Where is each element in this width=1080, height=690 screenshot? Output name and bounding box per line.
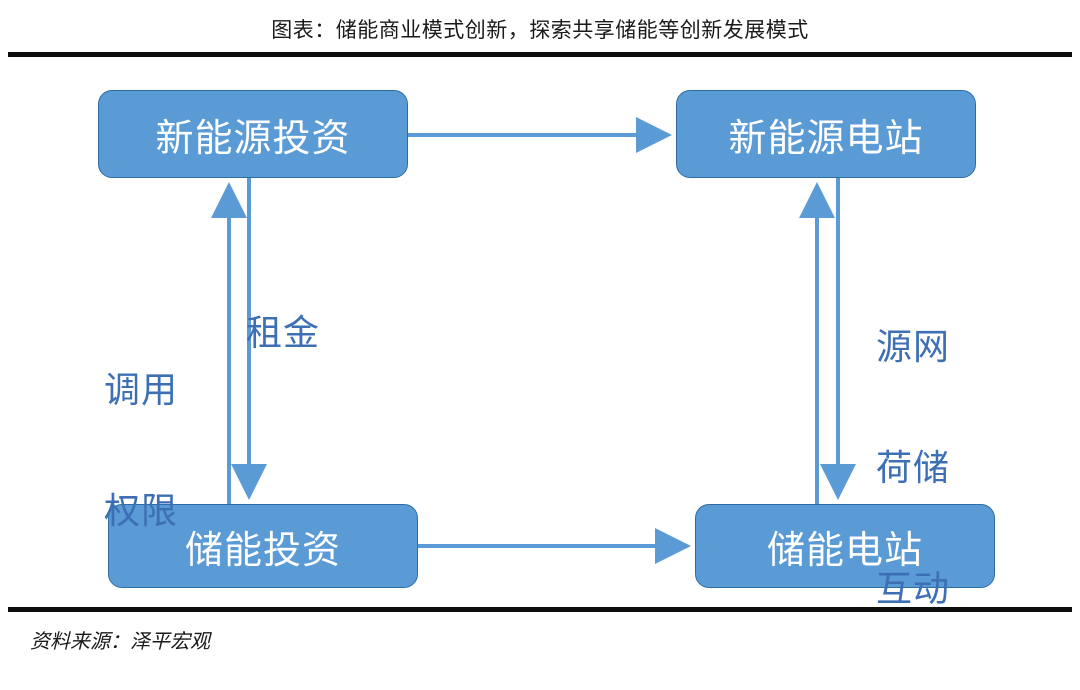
edge-label-dispatch-authority-line2: 权限 bbox=[104, 490, 179, 532]
edge-label-source-grid-load-storage-line1: 源网 bbox=[876, 326, 951, 368]
divider-top bbox=[8, 52, 1072, 57]
divider-bottom bbox=[8, 607, 1072, 612]
edge-label-source-grid-load-storage-line2: 荷储 bbox=[876, 447, 951, 489]
edge-label-source-grid-load-storage: 源网 荷储 互动 bbox=[876, 247, 951, 690]
node-new-energy-power-station[interactable]: 新能源电站 bbox=[676, 90, 976, 178]
figure-page: 图表：储能商业模式创新，探索共享储能等创新发展模式 bbox=[0, 18, 1080, 653]
source-note: 资料来源：泽平宏观 bbox=[30, 629, 210, 653]
edge-label-dispatch-authority-line1: 调用 bbox=[104, 369, 179, 411]
page-title: 图表：储能商业模式创新，探索共享储能等创新发展模式 bbox=[271, 18, 809, 42]
edge-label-source-grid-load-storage-line3: 互动 bbox=[876, 568, 951, 610]
node-new-energy-investment[interactable]: 新能源投资 bbox=[98, 90, 408, 178]
diagram-canvas: 新能源投资 新能源电站 储能投资 储能电站 调用 权限 租金 源网 荷储 互动 bbox=[0, 57, 1080, 609]
node-storage-investment[interactable]: 储能投资 bbox=[108, 504, 418, 588]
node-storage-power-station[interactable]: 储能电站 bbox=[695, 504, 995, 588]
edge-label-rent: 租金 bbox=[246, 313, 321, 354]
edge-label-dispatch-authority: 调用 权限 bbox=[104, 290, 179, 613]
connector-layer bbox=[211, 117, 856, 564]
